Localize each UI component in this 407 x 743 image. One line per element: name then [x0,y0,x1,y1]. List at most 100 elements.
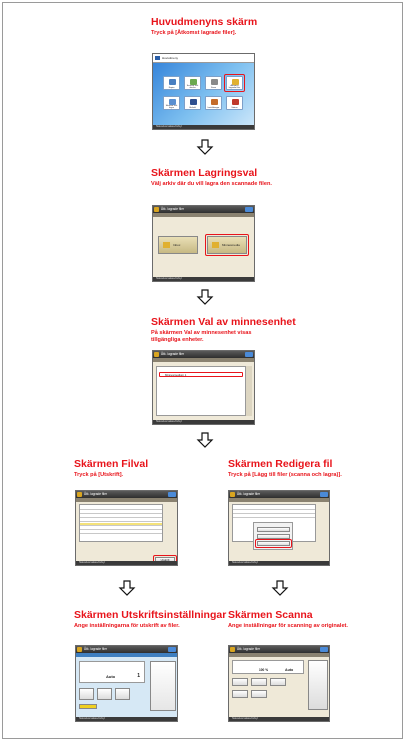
step-title-file-select: Skärmen Filval [74,458,149,470]
subheader [76,653,177,657]
file-row[interactable] [233,507,315,510]
popup-menu-item[interactable] [257,527,290,532]
folder-icon [232,79,239,85]
tile-scan-store[interactable]: Skanna och lagra [163,96,180,110]
step-desc-print-settings: Ange inställningarna för utskrift av fil… [74,623,180,629]
scan-option-button[interactable] [251,678,267,686]
step-desc-scan: Ange inställningar för scanning av origi… [228,623,348,629]
tile-settings[interactable]: Inställningar [205,96,222,110]
file-row[interactable] [80,511,162,514]
subheader [229,498,329,502]
close-button[interactable] [168,647,176,652]
gear-icon [211,99,218,105]
folder-icon [154,352,159,357]
highlight-add-files [255,539,292,548]
scan-auto: Auto [285,668,294,672]
close-button[interactable] [320,492,328,497]
side-options[interactable] [308,660,328,710]
screenshot-memory-select: Åtk. lagrade filer Minnesmedium 1 Status… [152,350,255,425]
screenshot-edit-file: Åtk. lagrade filer Statusövervakare/Avbr… [228,490,330,566]
storage-option-memory-media[interactable]: Minnesmedia [207,236,247,254]
subheader [153,358,254,362]
arrow-down-icon [271,580,289,596]
add-files-button[interactable] [257,541,290,546]
status-bar[interactable]: Statusövervakare/Avbryt [229,717,329,721]
scrollbar[interactable] [246,366,252,416]
scan-settings-panel: 100 % Auto [232,660,304,674]
close-button[interactable] [245,207,253,212]
copies-count: 1 [137,673,140,679]
home-icon [155,56,160,60]
folder-icon [154,207,159,212]
status-bar[interactable]: Statusövervakare/Avbryt [153,420,254,424]
step-desc-storage: Välj arkiv där du vill lagra den scannad… [151,181,272,187]
tile-access-stored-files[interactable]: Åtkomst lagrade filer [226,76,243,90]
status-icon [232,99,239,105]
step-desc-main-menu: Tryck på [Åtkomst lagrade filer]. [151,30,237,36]
step-title-storage: Skärmen Lagringsval [151,167,258,179]
file-row[interactable] [233,515,315,518]
option-highlight[interactable] [79,704,97,709]
file-row-selected[interactable] [80,523,162,526]
scan-option-button[interactable] [270,678,286,686]
device-row[interactable]: Minnesmedium 1 [159,372,243,377]
tile-copy[interactable]: Kopia [163,76,180,90]
arrow-down-icon [196,432,214,448]
status-bar[interactable]: Statusövervakare/Avbryt [76,561,177,565]
status-bar[interactable]: Statusövervakare/Avbryt [76,717,177,721]
step-title-main-menu: Huvudmenyns skärm [151,16,258,28]
subheader [76,498,177,502]
storage-option-inbox[interactable]: Inbox [158,236,198,254]
page-frame [2,2,403,739]
print-icon [190,99,197,105]
scan-option-button[interactable] [232,678,248,686]
side-options[interactable] [150,661,176,711]
close-button[interactable] [245,352,253,357]
subheader [229,653,329,657]
subheader [153,213,254,217]
file-row[interactable] [233,511,315,514]
step-title-memory: Skärmen Val av minnesenhet [151,316,296,328]
step-desc-file-select: Tryck på [Utskrift]. [74,472,124,478]
copy-icon [169,79,176,85]
window-titlebar: Åtk. lagrade filer [229,646,329,653]
window-titlebar: Åtk. lagrade filer [153,206,254,213]
folder-icon [230,647,235,652]
fax-icon [211,79,218,85]
folder-icon [230,492,235,497]
status-bar[interactable]: Statusövervakare/Avbryt [153,125,254,129]
file-row[interactable] [80,519,162,522]
finishing-button[interactable] [97,688,112,700]
tile-status[interactable]: Status [226,96,243,110]
step-title-scan: Skärmen Scanna [228,609,313,621]
popup-menu-item[interactable] [257,534,290,539]
settings-button[interactable] [79,688,94,700]
arrow-down-icon [118,580,136,596]
main-menu-label: Huvudmeny [162,56,179,60]
close-button[interactable] [320,647,328,652]
highlight-access-stored-files [224,74,245,92]
scan-option-button[interactable] [232,690,248,698]
edit-popup-menu [253,522,293,550]
tile-scan-send[interactable]: Scanna och skicka [184,76,201,90]
scan-option-button[interactable] [251,690,267,698]
duplex-button[interactable] [115,688,130,700]
window-titlebar: Åtk. lagrade filer [76,646,177,653]
file-row[interactable] [80,515,162,518]
close-button[interactable] [168,492,176,497]
file-row[interactable] [80,507,162,510]
step-desc-edit-file: Tryck på [Lägg till filer (scanna och la… [228,472,342,478]
main-menu-topbar: Huvudmeny [153,54,254,63]
screenshot-file-select: Åtk. lagrade filer Utskrift Statusöverva… [75,490,178,566]
window-titlebar: Åtk. lagrade filer [76,491,177,498]
tile-print[interactable]: Utskrift [184,96,201,110]
screenshot-scan: Åtk. lagrade filer 100 % Auto Statusöver… [228,645,330,722]
status-bar[interactable]: Statusövervakare/Avbryt [153,277,254,281]
screenshot-storage-select: Åtk. lagrade filer Inbox Minnesmedia Sta… [152,205,255,282]
file-row[interactable] [80,527,162,530]
tile-fax[interactable]: Faxa [205,76,222,90]
status-bar[interactable]: Statusövervakare/Avbryt [229,561,329,565]
file-row[interactable] [80,531,162,534]
file-list [79,504,163,542]
print-settings-panel: Auto 1 [79,661,145,683]
